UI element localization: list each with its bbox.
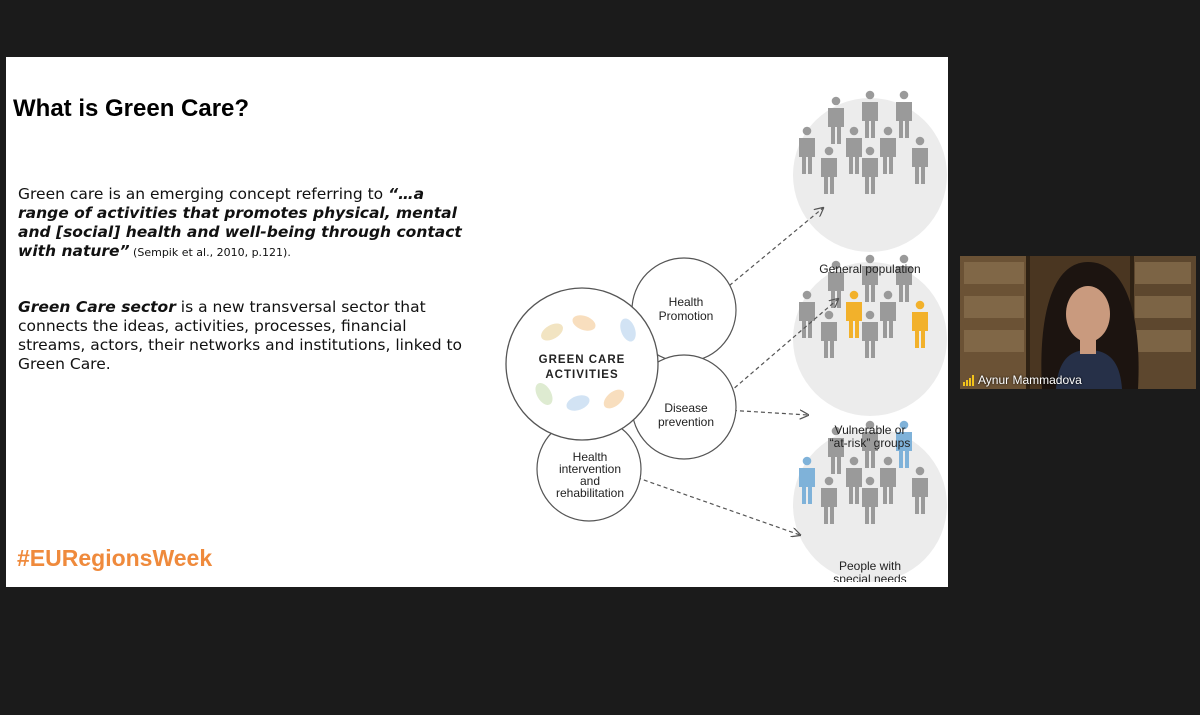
person-icon (896, 90, 912, 138)
sector-description: is a new transversal sector that connect… (18, 298, 463, 373)
person-icon (880, 456, 896, 504)
person-icon (862, 476, 878, 524)
green-care-diagram: GREEN CARE ACTIVITIES Health Promotion D… (505, 90, 947, 582)
participant-video-tile[interactable]: Aynur Mammadova (960, 256, 1196, 389)
person-icon (862, 254, 878, 302)
participant-name: Aynur Mammadova (978, 373, 1082, 387)
person-icon (896, 420, 912, 468)
green-care-activities-circle (505, 287, 659, 441)
person-icon (912, 300, 928, 348)
at-risk-label-line2: “at-risk” groups (830, 436, 911, 450)
general-population-people-icon (799, 90, 928, 194)
person-icon (799, 290, 815, 338)
slide-title: What is Green Care? (13, 95, 250, 122)
general-population-label: General population (819, 262, 920, 276)
person-icon (862, 310, 878, 358)
definition-paragraph: Green care is an emerging concept referr… (18, 185, 478, 262)
person-icon (821, 476, 837, 524)
arrows (623, 208, 838, 535)
person-icon (912, 466, 928, 514)
person-icon (912, 136, 928, 184)
presentation-slide: What is Green Care? Green care is an eme… (6, 57, 948, 587)
person-icon (862, 146, 878, 194)
sector-paragraph: Green Care sector is a new transversal s… (18, 298, 478, 374)
health-promotion-line1: Health (669, 295, 704, 309)
person-icon (880, 290, 896, 338)
special-needs-label-line1: People with (839, 559, 901, 573)
center-label-line1: GREEN CARE (539, 354, 626, 366)
person-icon (821, 146, 837, 194)
person-icon (862, 420, 878, 468)
health-intervention-line2: intervention (559, 462, 621, 476)
person-icon (880, 126, 896, 174)
participant-video-feed (960, 256, 1196, 389)
disease-prevention-line1: Disease (664, 401, 708, 415)
person-icon (799, 456, 815, 504)
health-intervention-line1: Health (573, 450, 608, 464)
special-needs-label-line2: special needs (833, 572, 906, 582)
health-promotion-line2: Promotion (659, 309, 714, 323)
person-icon (846, 126, 862, 174)
special-needs-people-icon (799, 420, 928, 524)
person-icon (846, 456, 862, 504)
sector-term: Green Care sector (18, 298, 176, 316)
person-icon (828, 96, 844, 144)
leaf-pattern-icon (535, 315, 636, 411)
definition-intro: Green care is an emerging concept referr… (18, 185, 389, 203)
person-icon (896, 254, 912, 302)
center-label-line2: ACTIVITIES (545, 369, 618, 381)
arrow-health-intervention (623, 472, 800, 535)
health-intervention-line3: and (580, 474, 600, 488)
health-intervention-line4: rehabilitation (556, 486, 624, 500)
disease-prevention-line2: prevention (658, 415, 714, 429)
at-risk-label-line1: Vulnerable or (835, 423, 906, 437)
person-icon (862, 90, 878, 138)
person-icon (828, 426, 844, 474)
event-hashtag: #EURegionsWeek (17, 545, 213, 571)
signal-strength-icon (963, 375, 974, 386)
arrow-health-promotion (723, 208, 823, 291)
definition-citation: (Sempik et al., 2010, p.121). (129, 246, 291, 259)
person-icon (821, 310, 837, 358)
definition-quote: “…a range of activities that promotes ph… (18, 185, 462, 260)
arrow-disease-prevention-atrisk (725, 409, 808, 415)
person-icon (799, 126, 815, 174)
at-risk-people-icon (799, 254, 928, 358)
person-icon (846, 290, 862, 338)
